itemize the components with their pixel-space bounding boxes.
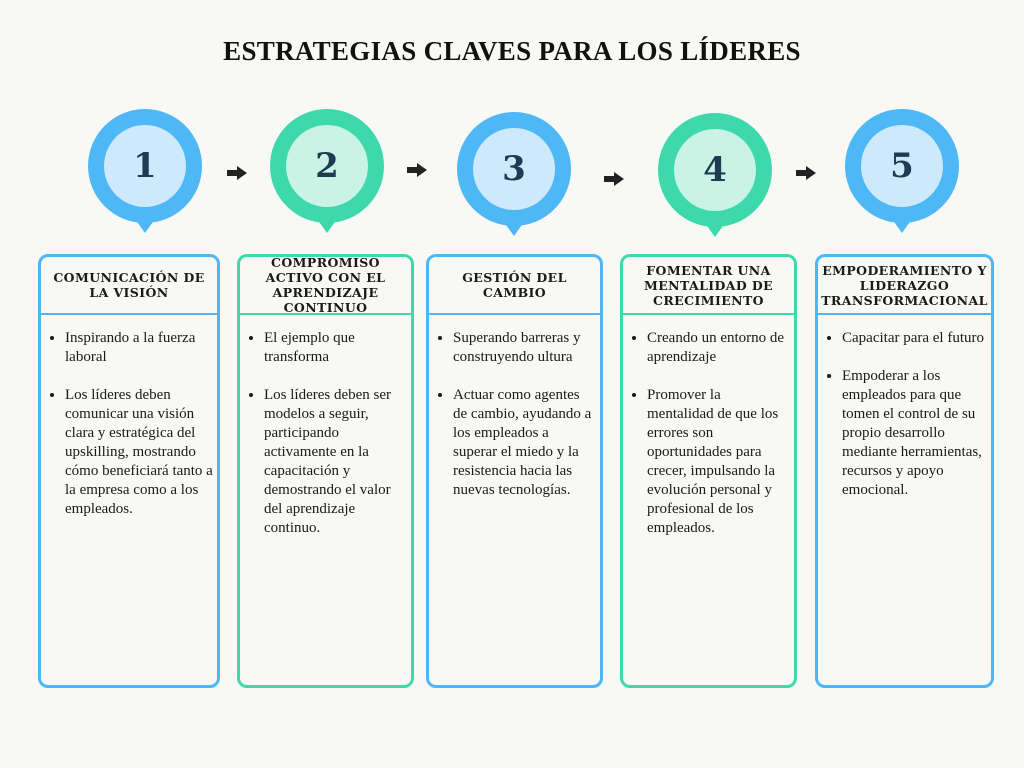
step-5-heading: EMPODERAMIENTO Y LIDERAZGO TRANSFORMACIO… [818, 257, 991, 315]
step-4-number: 4 [674, 129, 756, 211]
arrow-right-icon [407, 163, 427, 177]
step-1-bullet-2: Los líderes deben comunicar una visión c… [65, 386, 213, 519]
step-2-bullets: El ejemplo que transforma Los líderes de… [240, 329, 411, 538]
step-2-heading: COMPROMISO ACTIVO CON EL APRENDIZAJE CON… [240, 257, 411, 315]
arrow-right-icon [796, 166, 816, 180]
arrow-right-icon [604, 172, 624, 186]
step-4-bullets: Creando un entorno de aprendizaje Promov… [623, 329, 794, 538]
step-4-heading: FOMENTAR UNA MENTALIDAD DE CRECIMIENTO [623, 257, 794, 315]
step-5-circle: 5 [845, 109, 959, 233]
step-4-bullet-1: Creando un entorno de aprendizaje [647, 329, 790, 367]
step-5-number: 5 [861, 125, 943, 207]
step-3-bullet-2: Actuar como agentes de cambio, ayudando … [453, 386, 596, 500]
step-5-pointer [892, 219, 912, 233]
step-1-pointer [135, 219, 155, 233]
step-5-bullet-1: Capacitar para el futuro [842, 329, 987, 348]
step-2-card: COMPROMISO ACTIVO CON EL APRENDIZAJE CON… [237, 254, 414, 688]
step-3-bullets: Superando barreras y construyendo ultura… [429, 329, 600, 500]
page-title: ESTRATEGIAS CLAVES PARA LOS LÍDERES [223, 36, 801, 66]
step-3-number: 3 [473, 128, 555, 210]
step-3-pointer [504, 222, 524, 236]
step-2-pointer [317, 219, 337, 233]
step-1-number: 1 [104, 125, 186, 207]
step-1-circle: 1 [88, 109, 202, 233]
step-2-circle: 2 [270, 109, 384, 233]
arrow-right-icon [227, 166, 247, 180]
step-3-bullet-1: Superando barreras y construyendo ultura [453, 329, 596, 367]
step-2-bullet-2: Los líderes deben ser modelos a seguir, … [264, 386, 407, 538]
step-1-heading: COMUNICACIÓN DE LA VISIÓN [41, 257, 217, 315]
step-4-bullet-2: Promover la mentalidad de que los errore… [647, 386, 790, 538]
step-5-card: EMPODERAMIENTO Y LIDERAZGO TRANSFORMACIO… [815, 254, 994, 688]
step-3-heading: GESTIÓN DEL CAMBIO [429, 257, 600, 315]
step-4-circle: 4 [658, 113, 772, 237]
step-1-bullets: Inspirando a la fuerza laboral Los líder… [41, 329, 217, 519]
step-4-pointer [705, 223, 725, 237]
step-3-card: GESTIÓN DEL CAMBIO Superando barreras y … [426, 254, 603, 688]
step-3-circle: 3 [457, 112, 571, 236]
step-1-card: COMUNICACIÓN DE LA VISIÓN Inspirando a l… [38, 254, 220, 688]
step-2-bullet-1: El ejemplo que transforma [264, 329, 407, 367]
step-5-bullets: Capacitar para el futuro Empoderar a los… [818, 329, 991, 500]
step-1-bullet-1: Inspirando a la fuerza laboral [65, 329, 213, 367]
step-5-bullet-2: Empoderar a los empleados para que tomen… [842, 367, 987, 500]
step-4-card: FOMENTAR UNA MENTALIDAD DE CRECIMIENTO C… [620, 254, 797, 688]
step-2-number: 2 [286, 125, 368, 207]
